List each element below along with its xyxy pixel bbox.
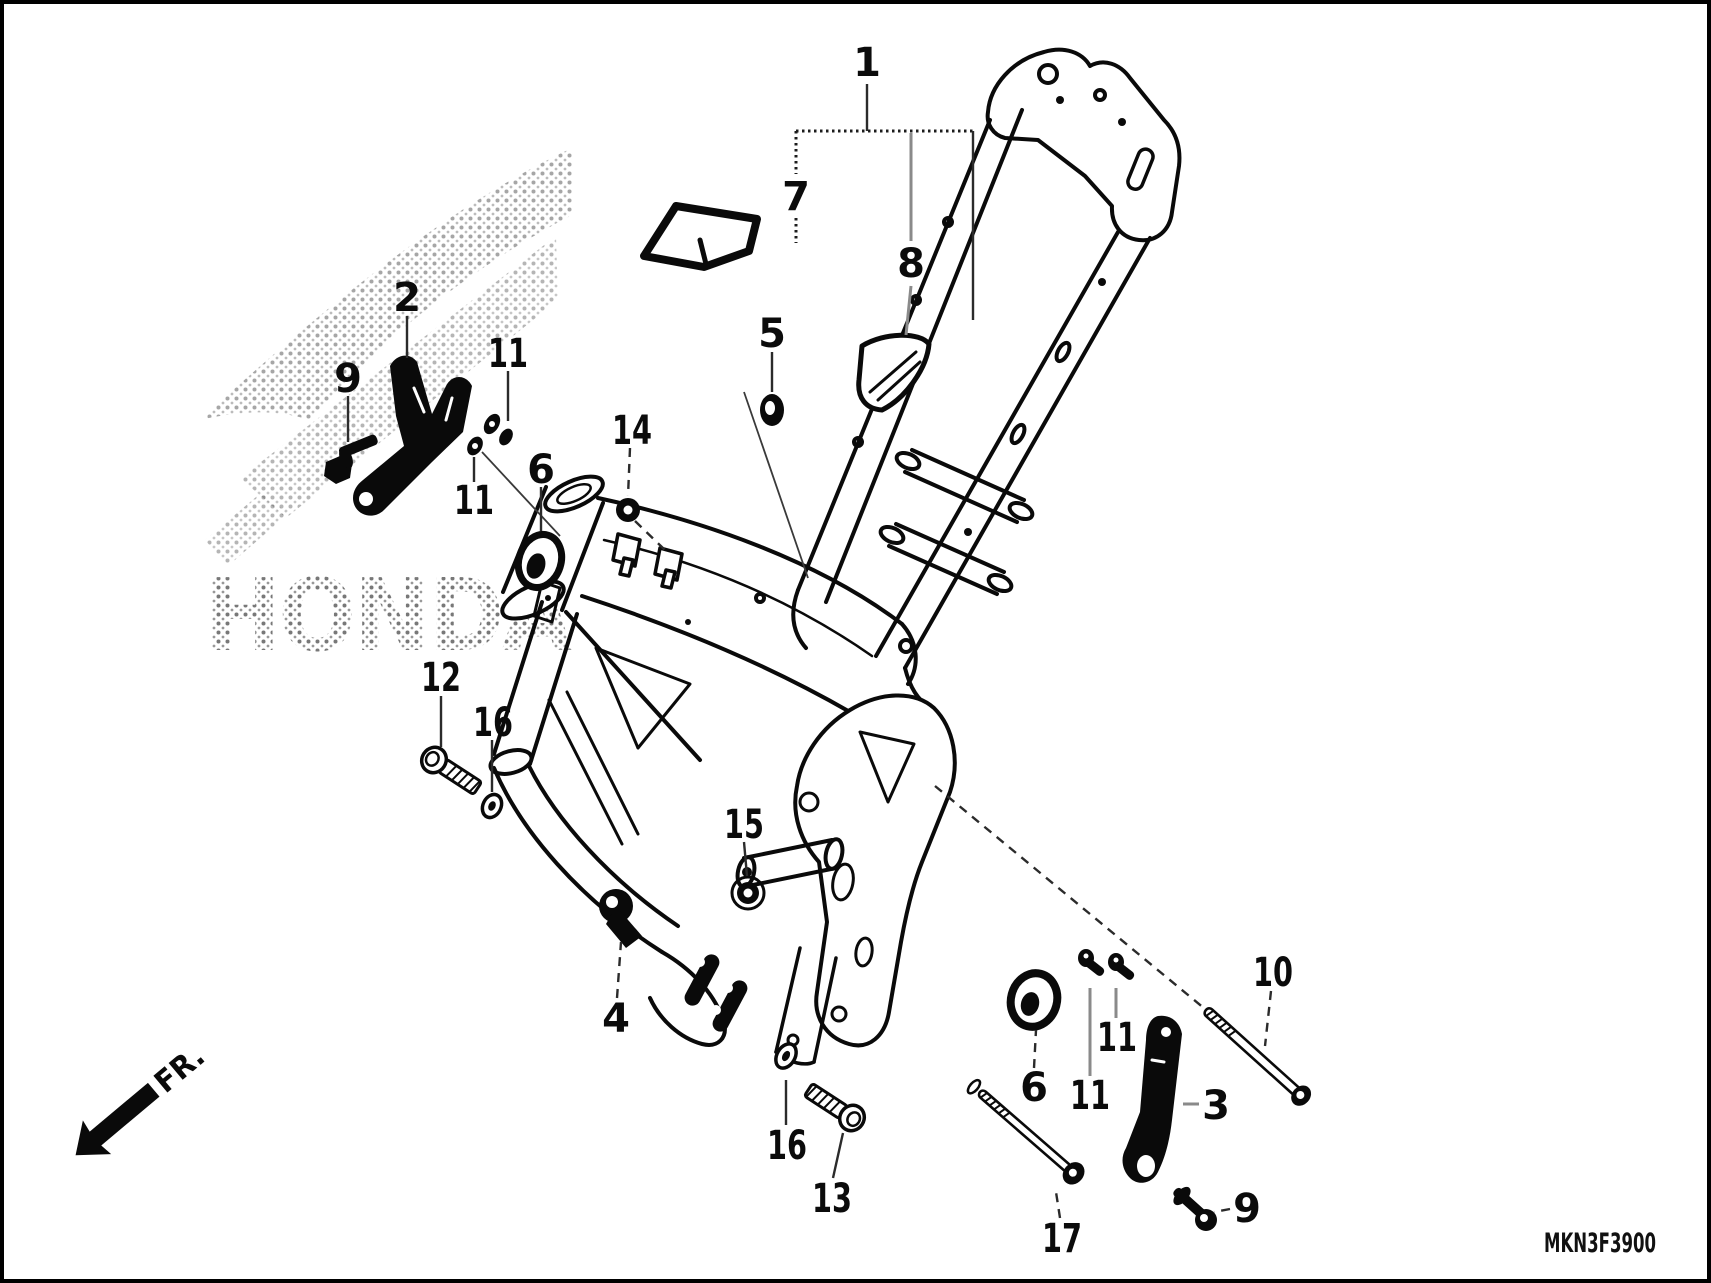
watermark-wing-band	[205, 492, 288, 566]
callout-label-9: 9	[1233, 1186, 1261, 1232]
part-13-bolt	[803, 1083, 867, 1133]
part-5-grommet	[760, 394, 784, 426]
part-9-bolt-right	[1173, 1186, 1217, 1231]
part-17-bolt	[966, 1078, 1085, 1185]
part-10-bolt	[1203, 1007, 1312, 1106]
part-2-stay	[353, 355, 472, 516]
callout-label-11: 11	[454, 478, 494, 524]
leader-line-9	[1213, 1207, 1231, 1214]
part-7-plate	[640, 202, 761, 271]
callout-label-3: 3	[1202, 1083, 1230, 1129]
fr-arrow-icon	[75, 1082, 160, 1156]
watermark-wing-band	[200, 148, 572, 420]
part-11-bolts-right	[1078, 949, 1135, 980]
leader-line-10	[934, 785, 1206, 1010]
callout-label-11: 11	[1097, 1015, 1137, 1061]
leader-line-8	[904, 285, 913, 336]
part-12-bolt	[419, 745, 483, 795]
part-3-link	[1122, 1015, 1182, 1183]
part-6-rubber-right	[1006, 969, 1062, 1031]
callout-label-16: 16	[473, 700, 513, 746]
callout-label-6: 6	[527, 447, 555, 493]
part-8-plate	[856, 332, 932, 413]
part-11-washers-left	[467, 413, 513, 456]
leader-line-17	[1054, 1191, 1062, 1219]
callout-label-6: 6	[1020, 1065, 1048, 1111]
callout-label-14: 14	[612, 408, 652, 454]
callout-label-16: 16	[767, 1123, 807, 1169]
part-14-nut	[616, 498, 640, 522]
leader-line-14	[626, 447, 632, 497]
callout-label-8: 8	[897, 241, 925, 287]
leader-line-14	[634, 520, 668, 553]
part-9-bolt-left	[324, 434, 378, 484]
callout-label-11: 11	[488, 331, 528, 377]
frame-artwork	[488, 47, 1182, 1066]
leader-line-5	[743, 391, 809, 579]
callout-label-12: 12	[421, 655, 461, 701]
part-15-nut	[730, 875, 766, 911]
part-6-rubber-left	[514, 531, 566, 591]
callout-label-15: 15	[724, 802, 764, 848]
diagram-code: MKN3F3900	[1544, 1228, 1656, 1259]
callout-label-7: 7	[782, 174, 810, 220]
callout-label-11: 11	[1070, 1073, 1110, 1119]
part-16-washer-lower	[774, 1042, 798, 1070]
leader-line-13	[831, 1132, 845, 1179]
callout-label-2: 2	[393, 275, 421, 321]
callout-label-5: 5	[758, 311, 786, 357]
leader-line-6	[1032, 1029, 1038, 1069]
callout-label-10: 10	[1253, 950, 1293, 996]
callout-label-9: 9	[334, 356, 362, 402]
callout-label-13: 13	[812, 1176, 852, 1222]
leader-line-15	[742, 841, 749, 877]
callout-label-1: 1	[853, 40, 881, 86]
loose-parts	[324, 202, 1312, 1231]
callout-label-17: 17	[1042, 1216, 1082, 1262]
part-4-rubber	[599, 889, 642, 948]
leader-line-11	[481, 451, 561, 537]
callout-leaders	[346, 84, 1273, 1219]
callout-label-4: 4	[602, 996, 630, 1042]
part-16-washer-upper	[480, 792, 504, 820]
